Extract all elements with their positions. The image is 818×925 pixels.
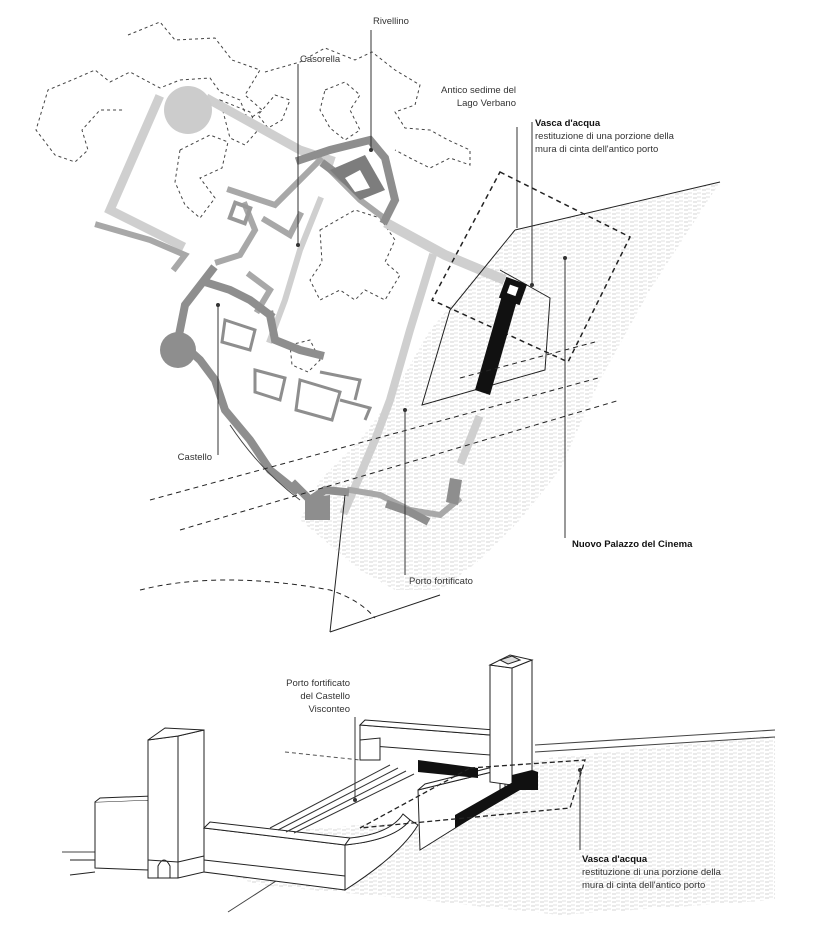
- label-antico-sedime-2: Lago Verbano: [457, 98, 516, 109]
- label-rivellino: Rivellino: [373, 16, 409, 27]
- leader-vasca-perspective-dot: [578, 768, 582, 772]
- perspective-vasca-wall-upper: [418, 760, 478, 778]
- castle-dark-walls: [173, 135, 431, 526]
- site-plan: Rivellino Casorella Antico sedime del La…: [35, 16, 721, 633]
- lake-shore-line: [329, 594, 441, 633]
- label-antico-sedime-1: Antico sedime del: [441, 85, 516, 96]
- vasca-wall-black: [475, 285, 520, 395]
- perspective-vasca-wall-lower: [455, 778, 532, 828]
- left-wall-building: [69, 795, 154, 876]
- dashed-horizon: [284, 751, 361, 761]
- leader-lines: [217, 30, 566, 575]
- label-vasca-perspective-desc-1: restituzione di una porzione della: [582, 867, 722, 878]
- label-nuovo-palazzo: Nuovo Palazzo del Cinema: [572, 539, 693, 550]
- lake-water-overlay: [300, 182, 720, 590]
- leader-dots: [216, 148, 567, 412]
- leader-porto-castello-dot: [353, 798, 357, 802]
- left-tower: [147, 727, 205, 879]
- label-vasca-desc-1: restituzione di una porzione della: [535, 131, 675, 142]
- castle-inner-rooms: [220, 318, 373, 422]
- label-vasca-perspective-desc-2: mura di cinta dell'antico porto: [582, 880, 705, 891]
- perspective-view: Porto fortificato del Castello Visconteo…: [62, 654, 776, 915]
- perspective-vasca-dashed: [359, 759, 586, 829]
- perspective-vasca-tower-base: [512, 770, 538, 790]
- label-vasca-title: Vasca d'acqua: [535, 118, 601, 129]
- porto-south-tower: [305, 495, 330, 520]
- label-castello: Castello: [178, 452, 212, 463]
- rivellino-core: [345, 170, 370, 192]
- back-harbour-wall: [358, 719, 497, 761]
- well-square: [227, 200, 253, 226]
- label-porto-castello-3: Visconteo: [308, 704, 350, 715]
- label-vasca-desc-2: mura di cinta dell'antico porto: [535, 144, 658, 155]
- north-tower: [164, 86, 212, 134]
- label-porto-castello-1: Porto fortificato: [286, 678, 350, 689]
- castle-light-walls: [104, 93, 507, 516]
- right-tower: [488, 654, 534, 786]
- label-porto-fortificato: Porto fortificato: [409, 576, 473, 587]
- lake-shore-line-2: [329, 494, 346, 633]
- label-porto-castello-2: del Castello: [300, 691, 350, 702]
- axis-dashed-lines: [139, 341, 621, 619]
- porto-east-tower: [446, 478, 462, 505]
- old-shore-curve: [229, 424, 301, 501]
- castle-round-tower: [160, 332, 196, 368]
- surrounding-buildings-outline: [35, 21, 471, 373]
- label-vasca-perspective-title: Vasca d'acqua: [582, 854, 648, 865]
- label-casorella: Casorella: [300, 54, 341, 65]
- inner-quay-lines: [269, 764, 415, 834]
- vasca-tower-core: [506, 284, 519, 297]
- front-fortified-wall: [202, 813, 419, 891]
